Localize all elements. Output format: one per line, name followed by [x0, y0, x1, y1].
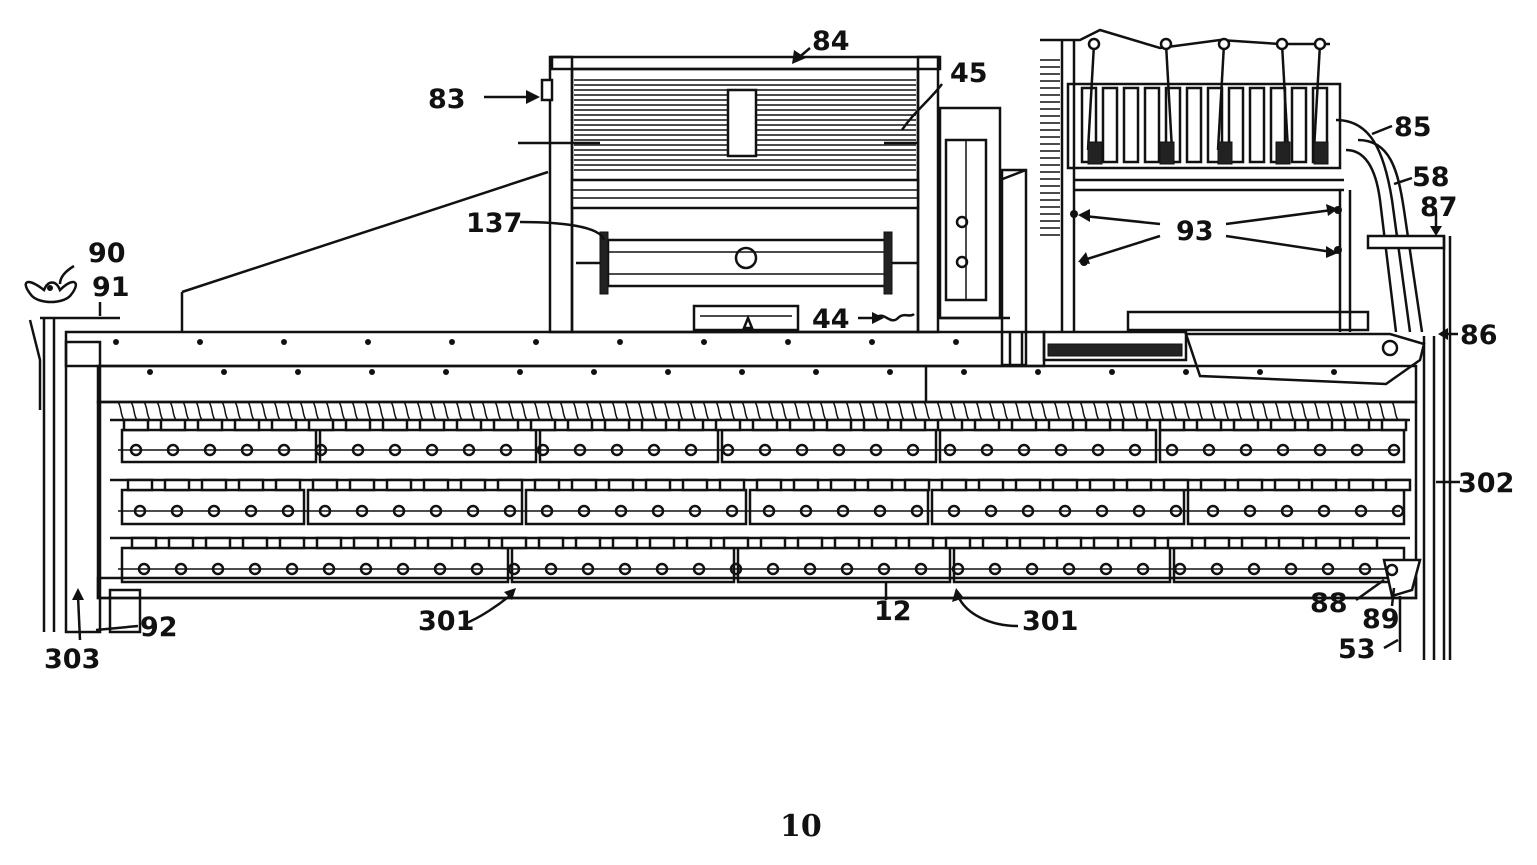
wind-tubes	[1335, 118, 1424, 333]
control-rod	[1366, 234, 1452, 660]
label-91: 91	[92, 272, 130, 303]
label-83: 83	[428, 84, 466, 115]
slide-valve	[1008, 310, 1426, 386]
label-88: 88	[1310, 588, 1348, 619]
side-mechanism	[938, 106, 1028, 367]
label-86: 86	[1460, 320, 1498, 351]
label-92: 92	[140, 612, 178, 643]
sloped-brace	[180, 170, 549, 332]
label-84: 84	[812, 26, 850, 57]
label-12: 12	[874, 596, 912, 627]
gauge-plate	[692, 304, 800, 332]
label-302: 302	[1458, 468, 1514, 499]
reference-labels: 84 83 45 85 58 87 93 137 90 91 44 86 302…	[44, 26, 1514, 675]
label-137: 137	[466, 208, 522, 239]
label-45: 45	[950, 58, 988, 89]
label-90: 90	[88, 238, 126, 269]
label-53: 53	[1338, 634, 1376, 665]
label-44: 44	[812, 304, 850, 335]
label-301-left: 301	[418, 606, 474, 637]
main-chest	[64, 330, 1418, 600]
tracker-frame	[1040, 28, 1352, 332]
label-87: 87	[1420, 192, 1458, 223]
leader-lines	[58, 47, 1460, 650]
spool	[576, 231, 918, 295]
label-85: 85	[1394, 112, 1432, 143]
left-end	[24, 280, 142, 634]
label-303: 303	[44, 644, 100, 675]
upper-cabinet	[518, 55, 942, 334]
right-bottom-mechanism	[1382, 558, 1422, 652]
label-93: 93	[1176, 216, 1214, 247]
label-301-right: 301	[1022, 606, 1078, 637]
label-58: 58	[1412, 162, 1450, 193]
label-89: 89	[1362, 604, 1400, 635]
page-number: 10	[780, 809, 822, 844]
